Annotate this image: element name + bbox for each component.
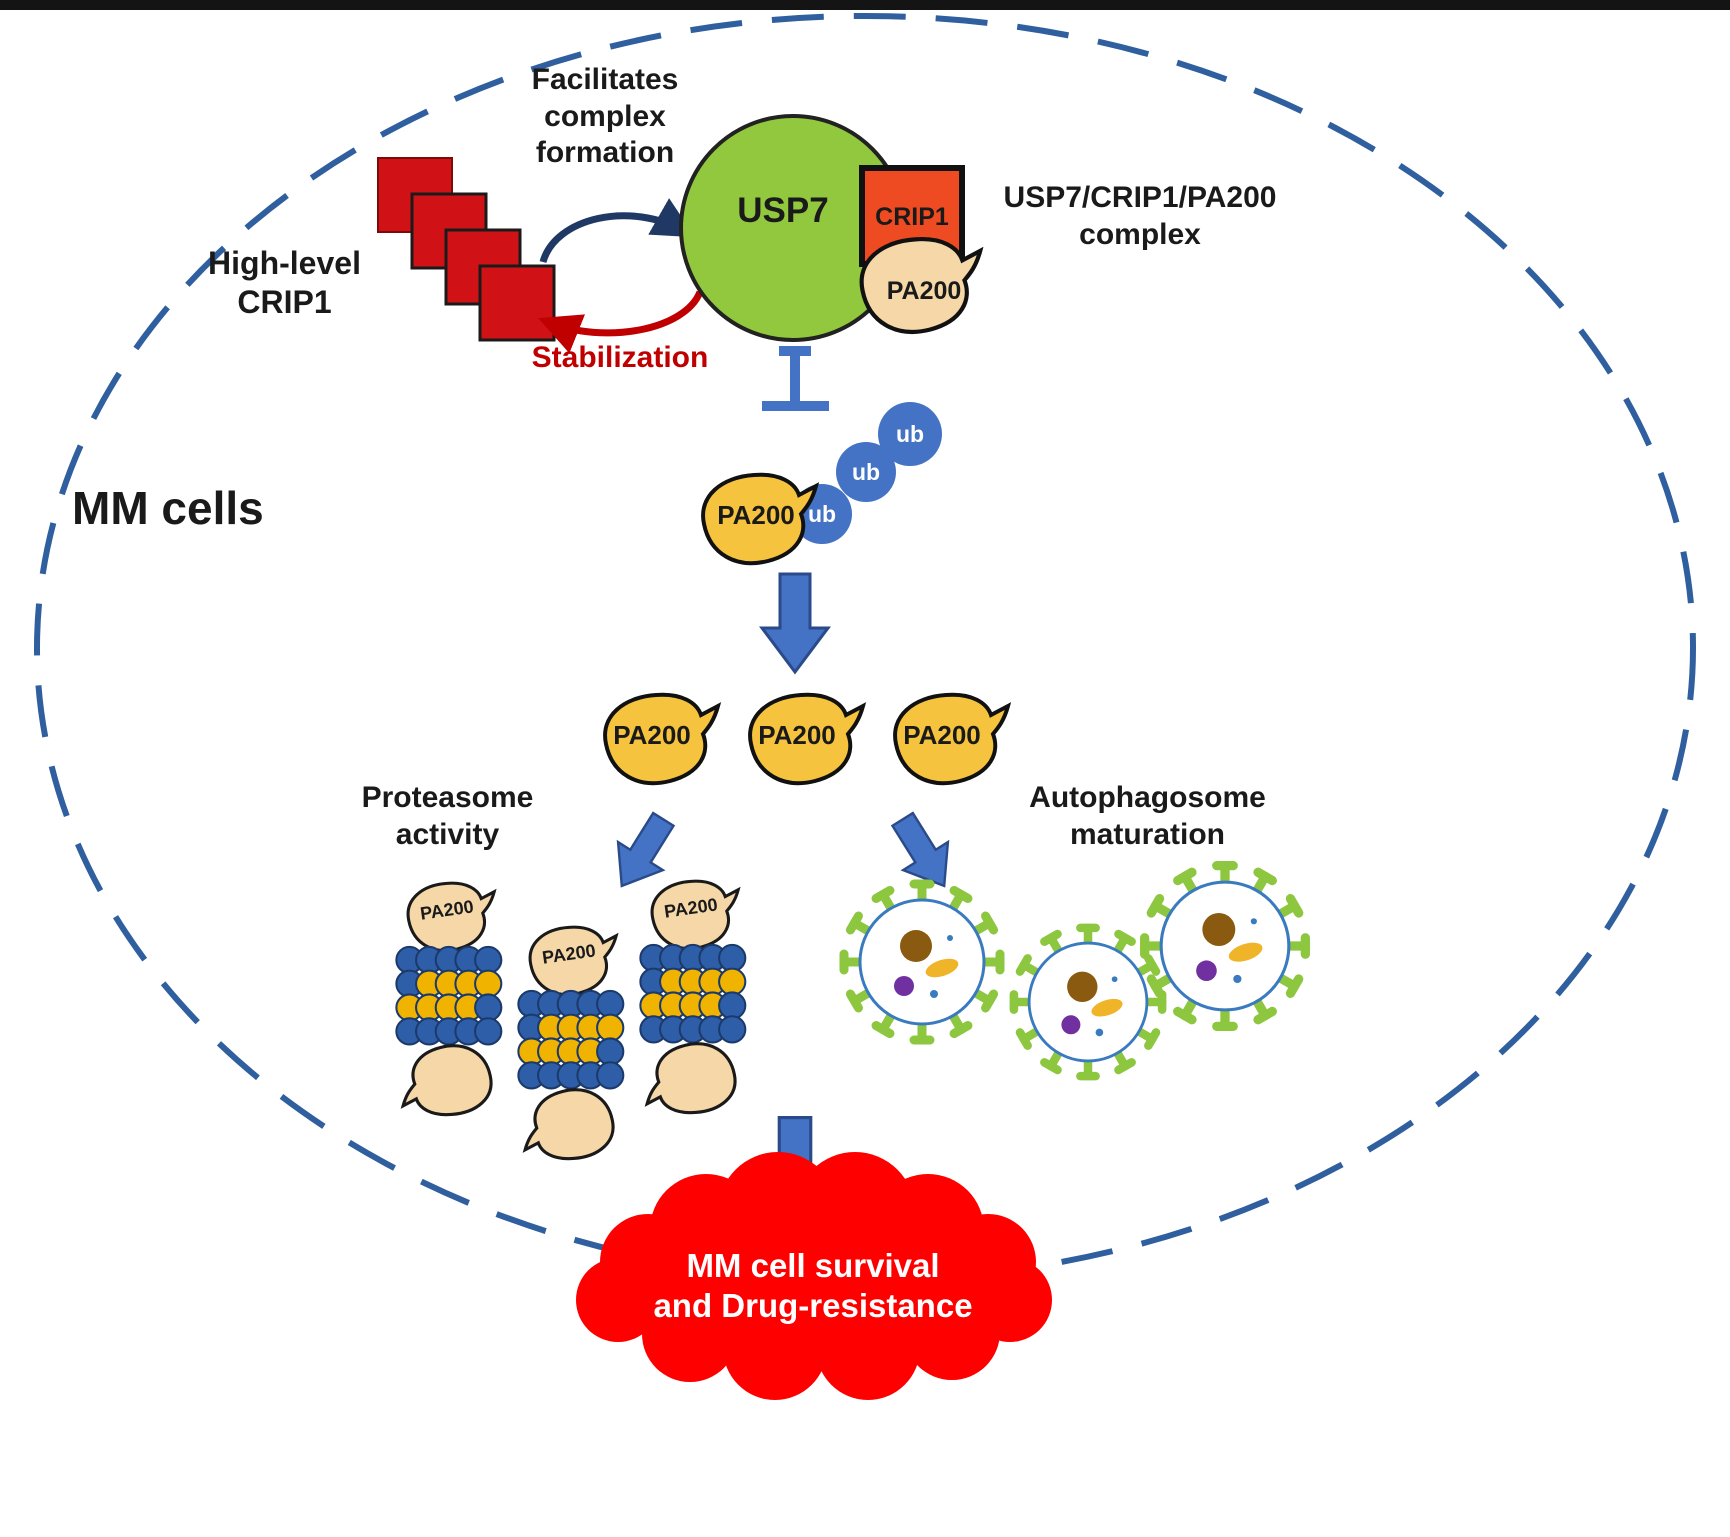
pa200-free-label-1: PA200 — [613, 720, 691, 750]
autophagosome-3 — [1145, 866, 1306, 1027]
autophagosome-1 — [844, 884, 1000, 1040]
proteasome-caption: Proteasome activity — [345, 780, 550, 853]
facilitates-arrow — [539, 198, 696, 264]
facilitates-line-1: Facilitates — [531, 63, 679, 96]
ub-label-3: ub — [895, 421, 925, 447]
pa200-free-label-3: PA200 — [903, 720, 981, 750]
facilitates-line-2: complex — [544, 99, 666, 133]
inhibition-symbol — [762, 346, 829, 411]
facilitates-line-3: formation — [535, 136, 675, 170]
high-level-line-2: CRIP1 — [237, 284, 332, 321]
complex-caption: USP7/CRIP1/PA200 complex — [985, 180, 1295, 253]
crip1-square-stack — [377, 157, 556, 342]
mm-cells-label: MM cells — [72, 482, 264, 534]
usp7-label: USP7 — [737, 191, 829, 230]
down-arrow-1 — [760, 572, 830, 674]
outcome-label: MM cell survival and Drug-resistance — [613, 1246, 1013, 1327]
outcome-line-1: MM cell survival — [686, 1247, 940, 1284]
autophagosome-2 — [1014, 928, 1162, 1076]
ub-label-1: ub — [807, 501, 837, 527]
pa200-ub-label: PA200 — [717, 500, 795, 530]
ub-label-2: ub — [851, 459, 881, 485]
complex-caption-line-2: complex — [1079, 217, 1201, 251]
outcome-cloud — [576, 1152, 1052, 1400]
autophagosome-caption: Autophagosome maturation — [1010, 780, 1285, 853]
stabilization-label: Stabilization — [531, 341, 709, 374]
ub-circle — [836, 442, 896, 502]
autophagosome-caption-line-2: maturation — [1069, 817, 1225, 851]
autophagosome-caption-line-1: Autophagosome — [1029, 781, 1266, 814]
high-level-line-1: High-level — [208, 245, 361, 281]
ub-circle — [878, 402, 942, 466]
stabilization-arrow — [538, 290, 704, 354]
proteasome-caption-line-1: Proteasome — [361, 781, 534, 814]
bottom-bar — [0, 0, 1730, 10]
pa200-free-label-2: PA200 — [758, 720, 836, 750]
pa200-complex-label: PA200 — [886, 277, 962, 305]
proteasome-caption-line-2: activity — [395, 817, 500, 851]
crip1-label: CRIP1 — [875, 203, 949, 231]
complex-caption-line-1: USP7/CRIP1/PA200 — [1003, 181, 1277, 214]
pa200-ubiquitinated — [701, 402, 942, 566]
outcome-line-2: and Drug-resistance — [653, 1287, 973, 1325]
facilitates-label: Facilitates complex formation — [505, 62, 705, 172]
high-level-crip1-label: High-level CRIP1 — [182, 244, 387, 322]
